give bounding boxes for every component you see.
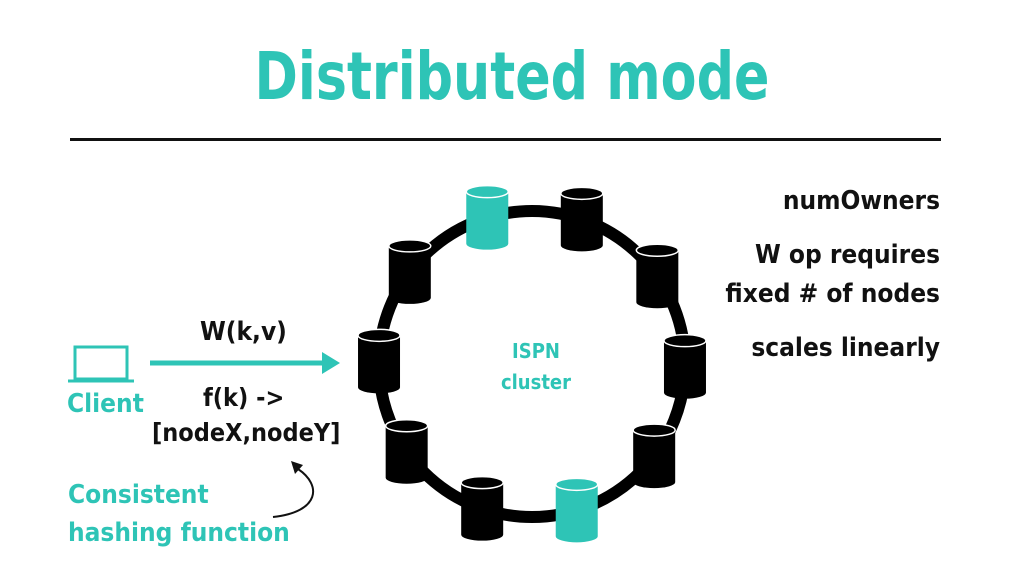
node-database-icon (632, 423, 676, 489)
title-divider (70, 138, 941, 141)
node-database-icon (560, 186, 604, 252)
node-database-icon (663, 333, 707, 399)
cluster-label-line1: ISPN (512, 339, 560, 363)
node-database-icon (460, 475, 504, 541)
slide-title: Distributed mode (254, 38, 770, 115)
hash-function-line1: f(k) -> (203, 383, 285, 412)
cluster-label-line2: cluster (500, 370, 572, 394)
write-op-label: W(k,v) (200, 317, 287, 347)
node-database-icon (357, 328, 401, 394)
laptop-icon (68, 345, 134, 383)
hash-note-line2: hashing function (68, 518, 290, 548)
hash-note-line1: Consistent (68, 480, 209, 510)
node-database-icon (384, 419, 429, 484)
owner-node-database-icon (465, 184, 510, 250)
cluster-nodes (357, 184, 707, 543)
owner-node-database-icon (554, 477, 599, 543)
note-write-requires: W op requires (754, 240, 940, 270)
note-fixed-nodes: fixed # of nodes (725, 279, 940, 309)
node-database-icon (635, 243, 680, 309)
node-database-icon (388, 239, 432, 304)
client-label: Client (67, 389, 144, 419)
curved-arrow-icon (272, 461, 314, 518)
arrow-right-icon (150, 352, 340, 374)
hash-function-line2: [nodeX,nodeY] (152, 418, 341, 447)
note-num-owners: numOwners (782, 186, 940, 216)
note-scales-linearly: scales linearly (751, 333, 940, 363)
